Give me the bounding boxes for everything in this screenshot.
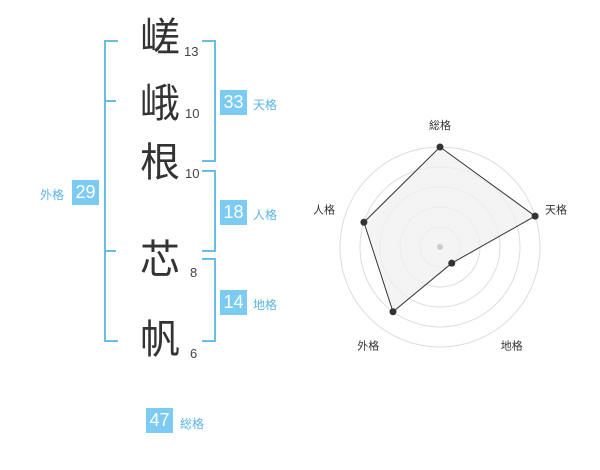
jinkaku-label: 人格: [253, 208, 278, 222]
jinkaku-bracket: [202, 170, 216, 252]
soukaku-value: 47: [146, 408, 173, 433]
gaikaku-bracket: [104, 40, 118, 342]
name-char-2-strokes: 10: [185, 106, 200, 121]
tenkaku-value: 33: [220, 90, 247, 115]
name-char-1-strokes: 13: [184, 44, 199, 59]
name-char-5-strokes: 6: [190, 346, 198, 361]
radar-axis-label: 総格: [429, 118, 451, 132]
gaikaku-bracket-tick-bottom: [104, 250, 116, 252]
radar-axis-label: 外格: [357, 339, 379, 353]
chikaku-bracket: [202, 258, 216, 342]
name-char-3-strokes: 10: [185, 166, 200, 181]
radar-point-2: [531, 212, 539, 220]
gaikaku-label: 外格: [40, 188, 65, 202]
radar-point-1: [436, 143, 444, 151]
tenkaku-label: 天格: [253, 98, 278, 112]
name-char-4-strokes: 8: [190, 265, 198, 280]
chikaku-value: 14: [220, 290, 247, 315]
gaikaku-value: 29: [72, 180, 99, 205]
tenkaku-bracket: [202, 40, 216, 162]
jinkaku-value: 18: [220, 200, 247, 225]
name-char-4: 芯: [140, 237, 180, 283]
radar-point-5: [360, 218, 368, 226]
radar-data-polygon: [363, 146, 537, 313]
radar-center-dot: [437, 244, 443, 250]
radar-axis-label: 地格: [501, 339, 523, 353]
soukaku-label: 総格: [180, 417, 205, 431]
chikaku-label: 地格: [253, 298, 278, 312]
name-char-5: 帆: [140, 317, 180, 363]
radar-axis-label: 人格: [313, 202, 335, 216]
gaikaku-bracket-tick-top: [104, 100, 116, 102]
radar-axis-label: 天格: [545, 202, 567, 216]
radar-point-3: [448, 259, 456, 267]
name-char-3: 根: [140, 140, 180, 186]
radar-point-4: [389, 308, 397, 316]
name-char-1: 嵯: [140, 15, 180, 61]
name-char-2: 峨: [140, 81, 180, 127]
